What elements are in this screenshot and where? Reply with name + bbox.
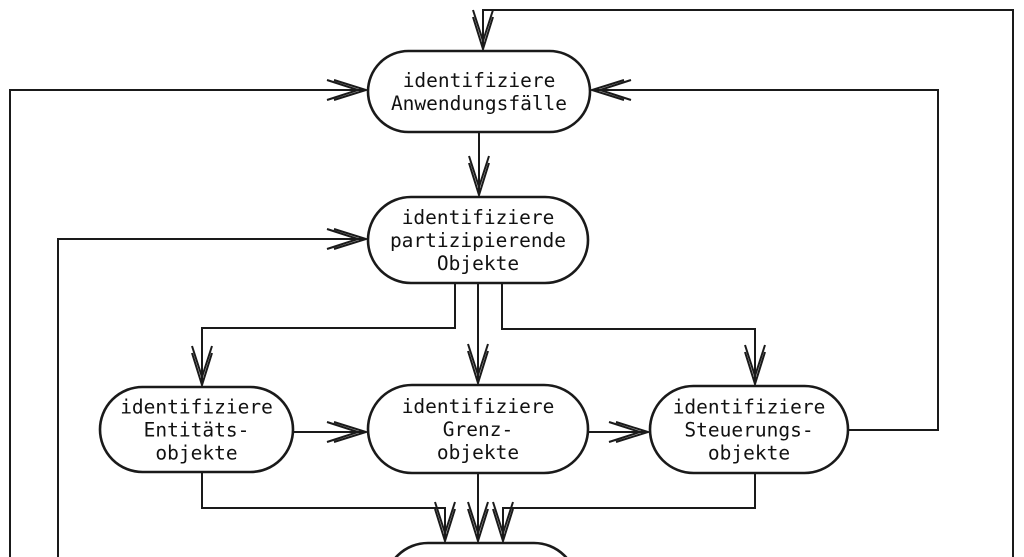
node-shape-entitaets-objekte [98,385,295,474]
edge-partizipierende-to-steuerungs [501,283,766,388]
node-shape-partizipierende-objekte [366,195,590,285]
node-shape-anwendungsfaelle [366,49,592,134]
node-label-line: Grenz- [443,418,513,441]
node-shape-grenz-objekte [366,383,590,475]
edge-partizipierende-to-entitaets [191,283,456,389]
node-label-line: Steuerungs- [684,419,813,442]
edge-loop-left-inner-to-partizipierende [57,228,370,557]
edge-steuerungs-to-bottom [492,473,756,545]
node-label-line: objekte [437,441,519,464]
node-label-line: partizipierende [390,229,566,252]
node-label-line: objekte [155,442,237,465]
edge-entitaets-to-bottom [201,472,456,545]
node-label-line: identifiziere [403,69,556,92]
edge-steuerungs-to-anwendungsfaelle [588,79,939,431]
node-label-line: Entitäts- [144,419,250,442]
node-label-line: identifiziere [120,396,273,419]
node-shape-bottom-node [394,541,568,557]
node-bottom-node [394,541,568,557]
node-label-line: identifiziere [402,206,555,229]
node-shape-steuerungs-objekte [648,384,850,475]
node-label-line: identifiziere [402,395,555,418]
edges-layer [9,9,1014,557]
node-label-line: Anwendungsfälle [391,92,567,115]
node-label-line: Objekte [437,252,519,275]
node-label-line: identifiziere [673,396,826,419]
edge-loop-right-outer-to-anwendungsfaelle-top [472,9,1014,557]
edge-loop-left-outer-to-anwendungsfaelle [9,79,370,557]
node-label-line: objekte [708,442,790,465]
